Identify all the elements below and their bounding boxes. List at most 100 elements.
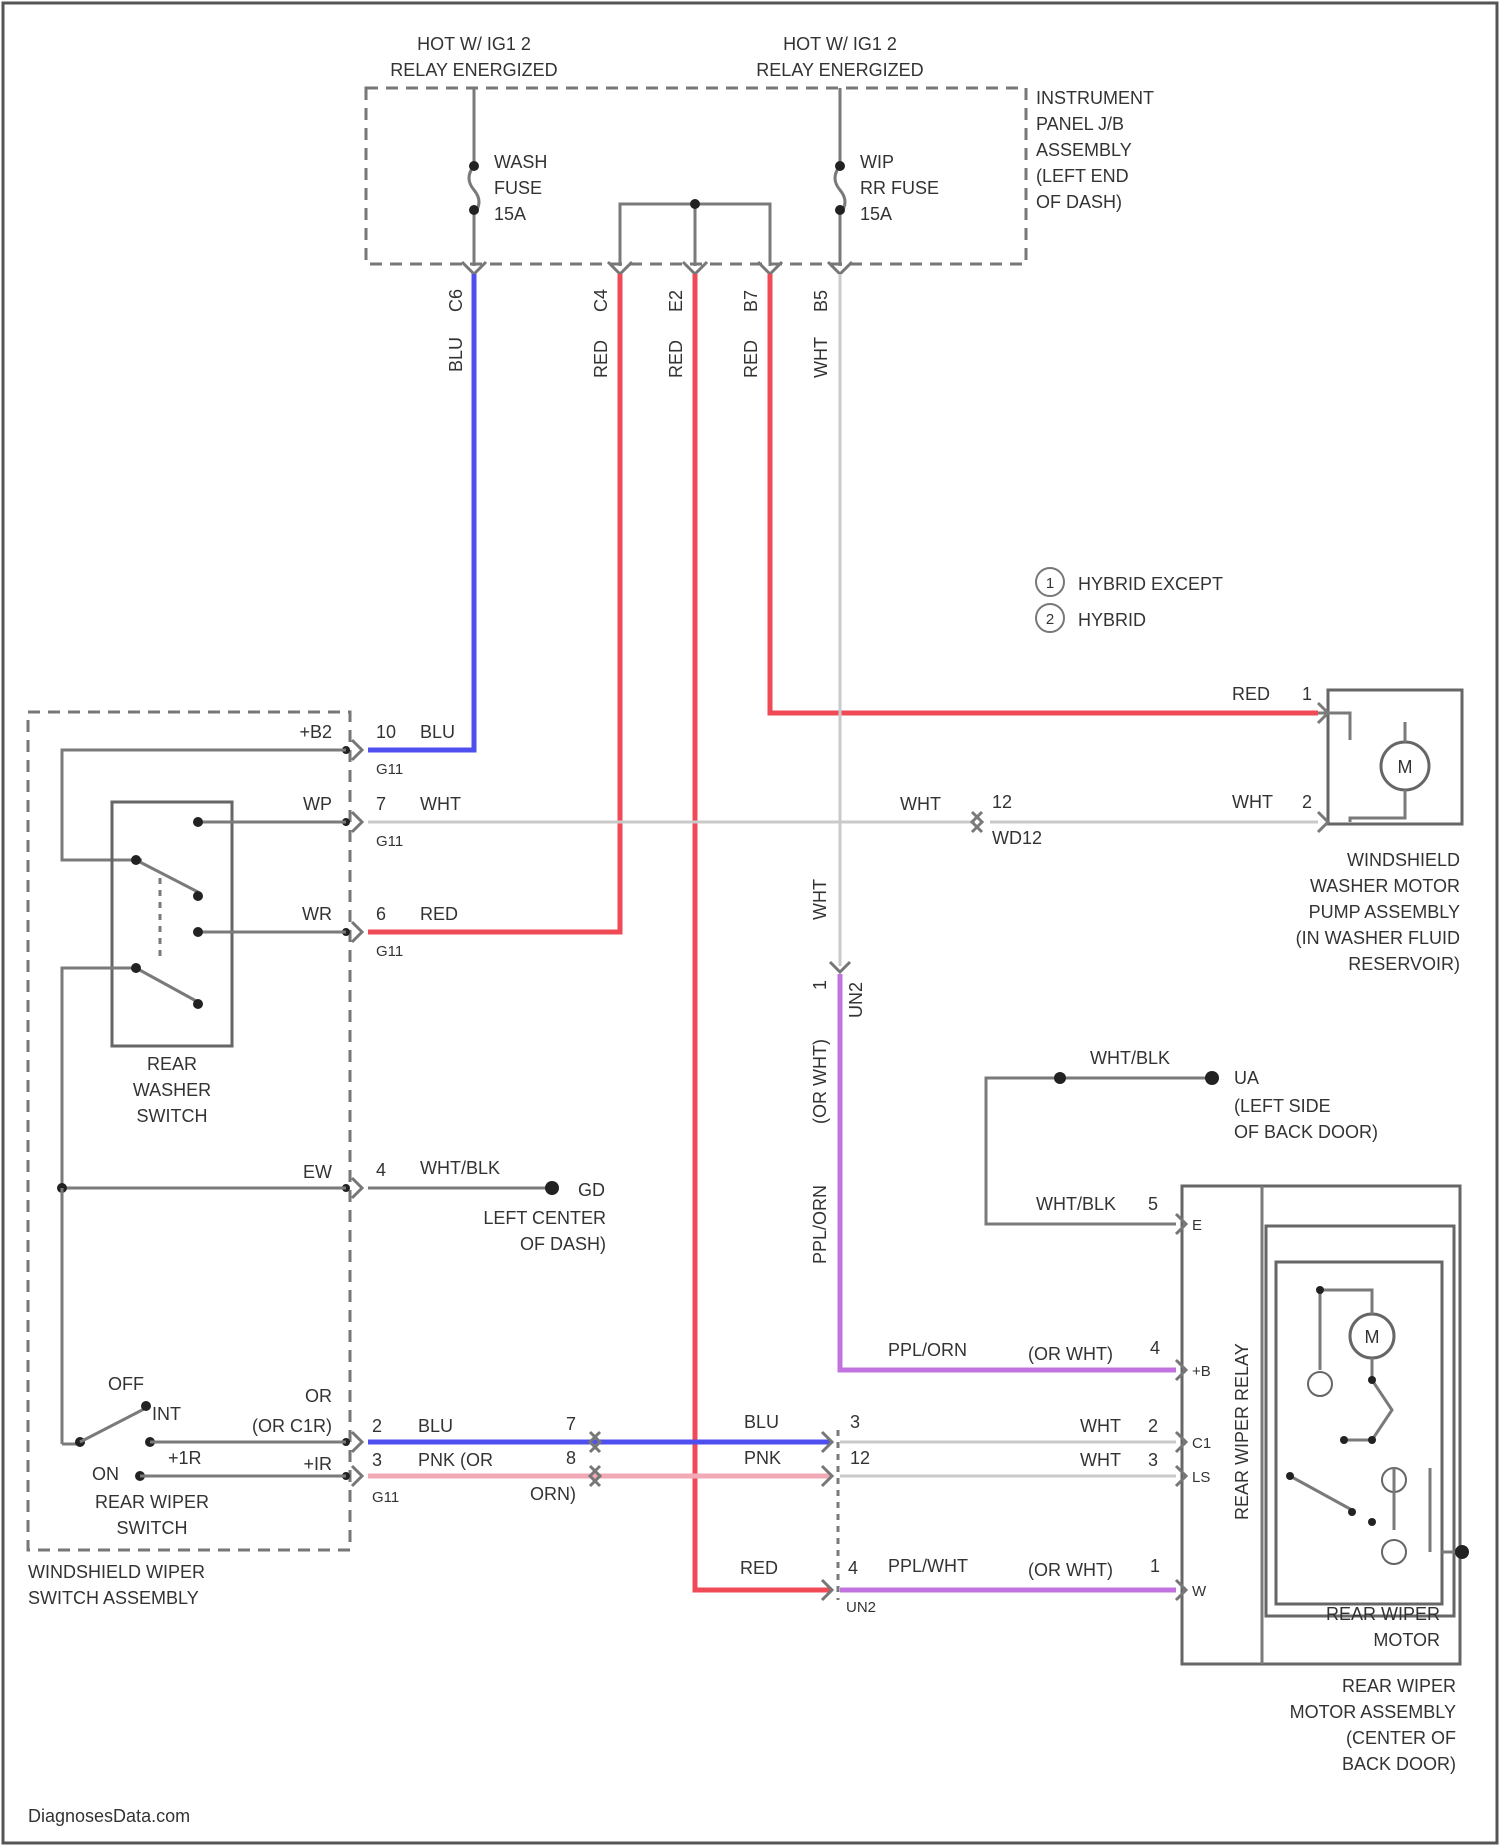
svg-text:(LEFT END: (LEFT END [1036,166,1129,186]
svg-text:MOTOR: MOTOR [1373,1630,1440,1650]
pin-num-ew: 4 [376,1160,386,1180]
lower-pin-color-pnk: PNK (OR [418,1450,493,1470]
rear-pin-b-num: 4 [1150,1338,1160,1358]
switch-pos-on: ON [92,1464,119,1484]
svg-text:WINDSHIELD WIPER: WINDSHIELD WIPER [28,1562,205,1582]
switch-or-note: (OR C1R) [252,1416,332,1436]
lower-orn-note: ORN) [530,1484,576,1504]
wire-red-e2 [695,274,830,1590]
rear-wiper-switch-label: REAR WIPER SWITCH [95,1492,209,1538]
rear-wht2: WHT [1080,1450,1121,1470]
ground-ua-id: UA [1234,1068,1259,1088]
washer-pin2-color: WHT [1232,792,1273,812]
washer-pin2-num: 2 [1302,792,1312,812]
pin-num-wr: 6 [376,904,386,924]
rear-wiper-relay-label: REAR WIPER RELAY [1232,1343,1252,1520]
lower-pin-num-3: 3 [372,1450,382,1470]
rear-blu-top: BLU [744,1412,779,1432]
rear-wiper-motor-assembly-label: REAR WIPER MOTOR ASSEMBLY (CENTER OF BAC… [1290,1676,1456,1774]
wp-mid-color: WHT [900,794,941,814]
washer-switch-contact-1 [136,860,198,892]
rear-wiper-motor-assembly-box [1182,1186,1460,1664]
svg-text:M: M [1365,1327,1380,1347]
washer-switch-contact-2 [136,968,198,1002]
svg-text:WIP: WIP [860,152,894,172]
rear-pin-ls: LS [1192,1469,1210,1486]
svg-text:M: M [1398,757,1413,777]
rear-motor-cam-switch [1290,1476,1352,1510]
svg-text:REAR: REAR [147,1054,197,1074]
washer-pin1-color: RED [1232,684,1270,704]
ground-gd-id: GD [578,1180,605,1200]
svg-text:ASSEMBLY: ASSEMBLY [1036,140,1132,160]
rear-pnk-num: 12 [850,1448,870,1468]
rear-bottom-conn: UN2 [846,1599,876,1616]
wire-ppl-orn [840,974,1176,1370]
rear-pnk: PNK [744,1448,781,1468]
rear-purple-vert-1: (OR WHT) [810,1039,830,1124]
pin-name-wp: WP [303,794,332,814]
wire-label-blu-top: BLU [446,337,466,372]
rear-wht2-num: 3 [1148,1450,1158,1470]
ground-ua-top-color: WHT/BLK [1090,1048,1170,1068]
rear-purple-vert-2: PPL/ORN [810,1185,830,1264]
rear-pin-b-or: (OR WHT) [1028,1344,1113,1364]
rear-wiper-motor-inner-box [1276,1262,1442,1604]
svg-text:WINDSHIELD: WINDSHIELD [1347,850,1460,870]
washer-motor-label: WINDSHIELD WASHER MOTOR PUMP ASSEMBLY (I… [1296,850,1460,974]
wire-label-red-e2: RED [666,340,686,378]
svg-text:LEFT CENTER: LEFT CENTER [483,1208,606,1228]
lower-pin-num-2: 2 [372,1416,382,1436]
windshield-wiper-switch-assembly-label: WINDSHIELD WIPER SWITCH ASSEMBLY [28,1562,205,1608]
rear-pin-w: W [1192,1583,1207,1600]
rear-wht1-num: 2 [1148,1416,1158,1436]
hot-right-line1: HOT W/ IG1 2 [783,34,897,54]
pin-name-wr: WR [302,904,332,924]
svg-text:WASHER MOTOR: WASHER MOTOR [1310,876,1460,896]
lower-conn-g11: G11 [372,1489,399,1506]
rear-motor-ground-icon [1455,1545,1469,1559]
legend-item-hybrid: HYBRID [1078,610,1146,630]
wire-label-wht-b5: WHT [811,337,831,378]
switch-pos-or: OR [305,1386,332,1406]
lower-pin-cnum-7: 7 [566,1414,576,1434]
rear-pin-b: +B [1192,1363,1211,1380]
svg-text:(CENTER OF: (CENTER OF [1346,1728,1456,1748]
switch-pos-int: INT [152,1404,181,1424]
svg-text:WASH: WASH [494,152,547,172]
svg-text:2: 2 [1046,611,1054,628]
legend: 1 HYBRID EXCEPT 2 HYBRID [1036,568,1223,632]
svg-text:OF BACK DOOR): OF BACK DOOR) [1234,1122,1378,1142]
rear-pin-e: E [1192,1217,1202,1234]
pin-name-ew: EW [303,1162,332,1182]
rear-ground-color: WHT/BLK [1036,1194,1116,1214]
instrument-panel-jb-label: INSTRUMENT PANEL J/B ASSEMBLY (LEFT END … [1036,88,1154,212]
pin-conn-b2: G11 [376,761,403,778]
svg-text:SWITCH: SWITCH [137,1106,208,1126]
rear-pin-c1: C1 [1192,1435,1211,1452]
legend-item-hybrid-except: HYBRID EXCEPT [1078,574,1223,594]
pin-c4: C4 [591,289,611,312]
rear-wiper-motor-inner-label: REAR WIPER MOTOR [1326,1604,1440,1650]
wire-label-red-c4: RED [591,340,611,378]
rear-ppl-or: (OR WHT) [1028,1560,1113,1580]
lower-pin-cnum-8: 8 [566,1448,576,1468]
hot-right-line2: RELAY ENERGIZED [756,60,923,80]
rear-washer-switch-box [112,802,232,1046]
switch-pos-ir: +IR [303,1454,332,1474]
pin-conn-wp: G11 [376,833,403,850]
svg-text:PUMP ASSEMBLY: PUMP ASSEMBLY [1309,902,1460,922]
rear-pin-w-num: 1 [1150,1556,1160,1576]
pin-c6: C6 [446,289,466,312]
svg-text:RR FUSE: RR FUSE [860,178,939,198]
rear-blu-num: 3 [850,1412,860,1432]
pin-color-ew: WHT/BLK [420,1158,500,1178]
pin-e2: E2 [666,290,686,312]
svg-text:SWITCH ASSEMBLY: SWITCH ASSEMBLY [28,1588,199,1608]
rear-conn-top-num: 1 [810,980,830,990]
rear-ppl-wht: PPL/WHT [888,1556,968,1576]
svg-text:BACK DOOR): BACK DOOR) [1342,1754,1456,1774]
pin-b7: B7 [741,290,761,312]
svg-text:OF DASH): OF DASH) [520,1234,606,1254]
svg-text:OF DASH): OF DASH) [1036,192,1122,212]
